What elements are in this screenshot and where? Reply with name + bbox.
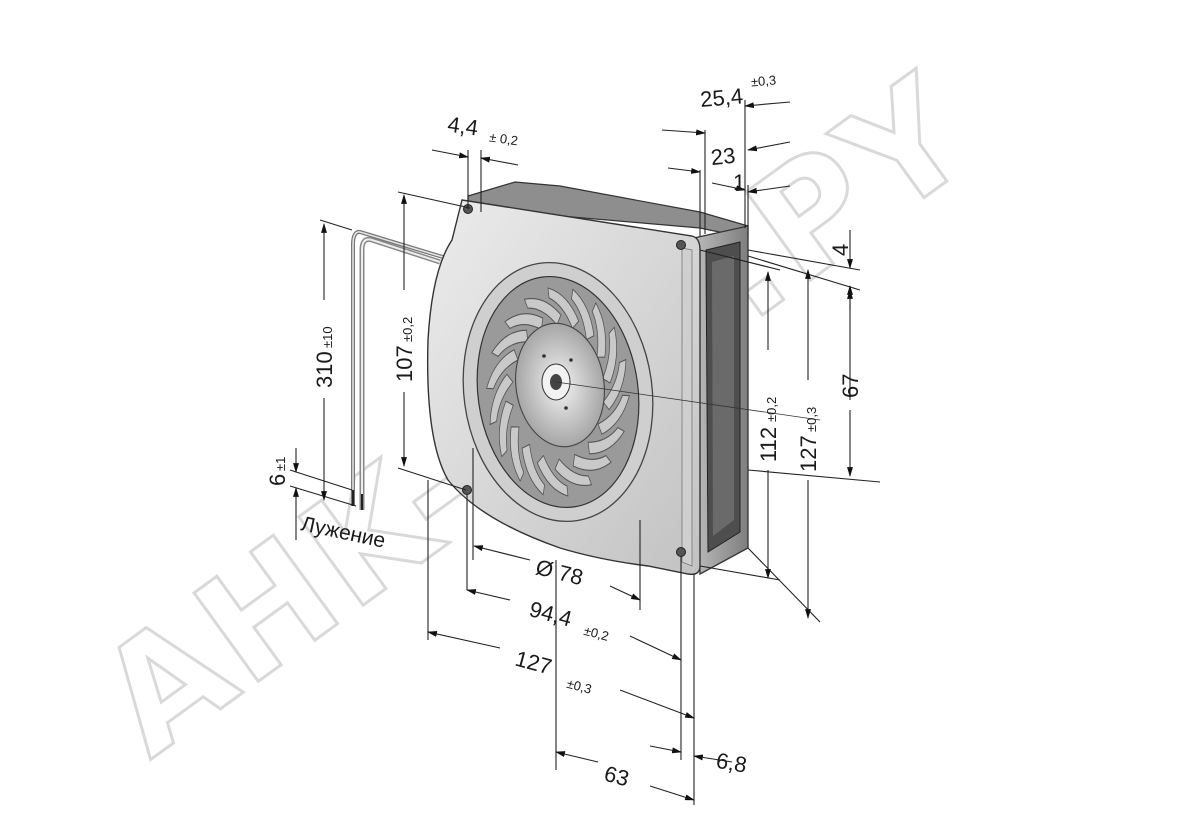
dim-impeller-diameter: Ø 78 bbox=[533, 554, 585, 590]
dim-hole-spacing-h-tol: ±0,2 bbox=[582, 623, 610, 644]
mount-hole-icon bbox=[676, 547, 686, 557]
dim-width-total: 127 bbox=[513, 646, 555, 680]
dim-cable-length-tol: ±10 bbox=[320, 326, 335, 348]
dim-strip-length: 6 bbox=[265, 474, 290, 486]
mount-hole-icon bbox=[676, 240, 686, 250]
dim-depth-total-tol: ±0,3 bbox=[750, 72, 776, 89]
dim-hole-spacing-v: 107 bbox=[392, 345, 417, 382]
dim-width-total-tol: ±0,3 bbox=[565, 676, 593, 697]
dim-center-offset: 63 bbox=[602, 761, 632, 791]
dim-strip-length-tol: ±1 bbox=[273, 457, 288, 471]
dim-depth-flange: 1 bbox=[733, 170, 745, 195]
dim-cable-length: 310 bbox=[312, 351, 337, 388]
dim-height-total-tol: ±0,3 bbox=[804, 407, 819, 432]
dim-outlet-offset: 4 bbox=[828, 244, 853, 256]
dimension-lines bbox=[293, 101, 853, 801]
cable bbox=[351, 229, 447, 510]
dim-depth-total: 25,4 bbox=[699, 83, 744, 112]
dim-hole-spacing-h: 94,4 bbox=[527, 596, 575, 631]
impeller bbox=[486, 287, 630, 497]
dim-hole-spacing-v-tol: ±0,2 bbox=[400, 317, 415, 342]
dim-height-total: 127 bbox=[796, 435, 821, 472]
fan-housing bbox=[426, 181, 821, 576]
dim-height-inner: 112 bbox=[756, 427, 781, 462]
dim-outlet-thickness: 6,8 bbox=[714, 748, 748, 778]
dim-mount-hole-tol: ± 0,2 bbox=[488, 129, 519, 148]
dim-depth-body: 23 bbox=[710, 143, 737, 170]
dim-mount-hole: 4,4 bbox=[446, 112, 480, 141]
mount-hole-icon bbox=[462, 485, 472, 495]
dim-outlet-height: 67 bbox=[838, 374, 863, 398]
dim-height-inner-tol: ±0,2 bbox=[764, 397, 779, 422]
